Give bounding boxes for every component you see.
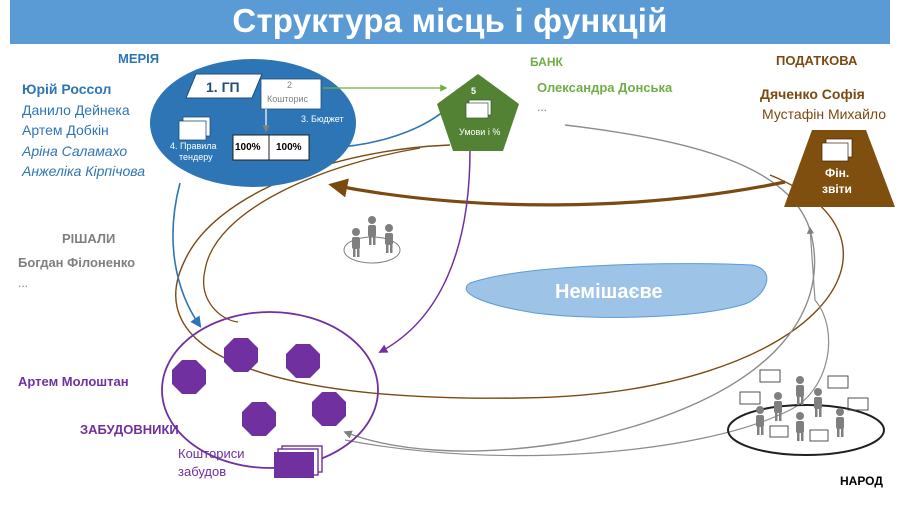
meria-person-4: Аріна Саламахо xyxy=(22,143,128,159)
meria-person-2: Данило Дейнека xyxy=(22,102,130,118)
koshtorys-box xyxy=(260,78,322,110)
meria-to-builders-arrow xyxy=(172,182,202,328)
bank-to-meria-arrow xyxy=(310,103,453,154)
gp-label: 1. ГП xyxy=(206,79,240,95)
narod-label: НАРОД xyxy=(840,474,883,488)
pct-label-1: 100% xyxy=(235,142,261,153)
builders-docs-icon xyxy=(274,445,323,478)
tax-to-meria-arrow xyxy=(328,178,786,207)
builders-estimates-line2: забудов xyxy=(178,464,227,479)
city-label: Немішаєве xyxy=(555,281,663,303)
pct-box-2 xyxy=(268,134,310,161)
meria-person-5: Анжеліка Кірпічова xyxy=(22,163,146,179)
meria-person-3: Артем Добкін xyxy=(22,122,109,138)
tax-person-2: Мустафін Михайло xyxy=(762,106,886,122)
pct-box-1 xyxy=(232,134,270,161)
builders-person: Артем Молоштан xyxy=(18,374,129,389)
tax-trapezoid xyxy=(784,130,895,207)
nemishaieve-lake xyxy=(465,263,768,318)
tender-label-line2: тендеру xyxy=(179,152,213,162)
tax-heading: ПОДАТКОВА xyxy=(776,53,858,68)
cycle-ellipse-line xyxy=(175,144,845,399)
bank-heading: БАНК xyxy=(530,55,563,69)
gp-shape xyxy=(185,73,263,99)
builder-octagon-icons xyxy=(172,338,346,436)
builders-estimates-line1: Кошториси xyxy=(178,446,245,461)
bank-more: ... xyxy=(537,100,548,114)
gray-cycle-arrow xyxy=(343,124,816,452)
builders-circle xyxy=(161,311,379,469)
meria-person-1: Юрій Россол xyxy=(22,81,112,97)
tax-box-line1: Фін. xyxy=(825,166,850,180)
narod-people-icon xyxy=(727,369,885,456)
koshtorys-label: Кошторис xyxy=(267,94,309,104)
bank-person: Олександра Донська xyxy=(537,80,673,95)
rishaly-heading: РІШАЛИ xyxy=(62,231,116,246)
bank-to-builders-arrow xyxy=(378,149,471,353)
rishaly-person: Богдан Філоненко xyxy=(18,255,136,270)
builders-heading: ЗАБУДОВНИКИ xyxy=(80,422,179,437)
pct-label-2: 100% xyxy=(276,142,302,153)
people-group-icon xyxy=(343,216,401,264)
bank-pentagon-number: 5 xyxy=(471,86,477,96)
koshtorys-number: 2 xyxy=(287,80,293,90)
title-bar: Структура місць і функцій xyxy=(10,0,890,44)
purple-return-line xyxy=(344,226,830,457)
tax-person-1: Дяченко Софія xyxy=(760,86,865,102)
page-title: Структура місць і функцій xyxy=(232,2,668,39)
brown-to-builders-arrow xyxy=(203,147,421,323)
meria-heading: МЕРІЯ xyxy=(118,51,160,66)
rishaly-more: ... xyxy=(18,276,29,290)
bank-pentagon-label: Умови і % xyxy=(459,127,501,137)
budget-label: 3. Бюджет xyxy=(301,114,344,124)
tax-box-line2: звіти xyxy=(822,182,852,196)
tender-label-line1: 4. Правила xyxy=(170,141,217,151)
